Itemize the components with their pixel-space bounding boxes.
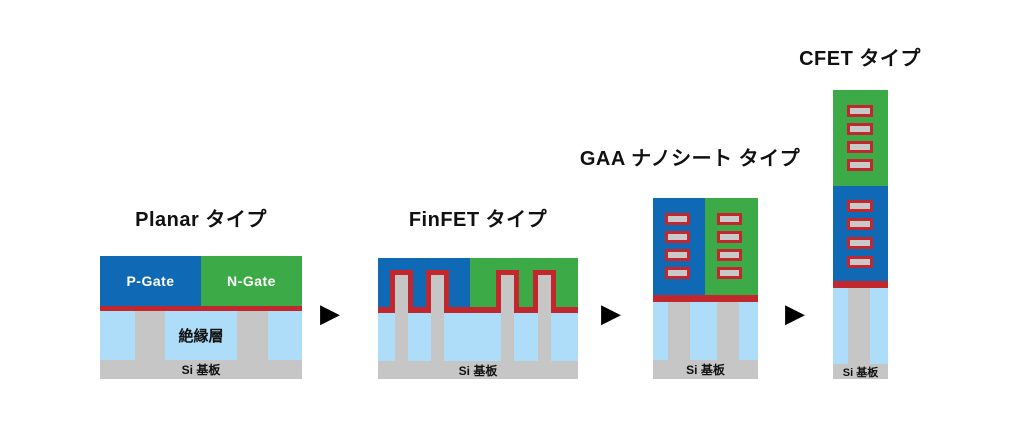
planar-n-gate-label: N-Gate — [227, 273, 276, 289]
cfet-nanosheet — [847, 218, 873, 230]
gaa-title: GAA ナノシート タイプ — [579, 148, 801, 170]
gaa-nanosheet — [665, 249, 690, 261]
gaa-nanosheet — [665, 231, 690, 243]
planar-n-gate-block: N-Gate — [201, 256, 302, 306]
finfet-silicon-fin — [395, 275, 408, 361]
arrow-right-icon: ▶ — [320, 298, 340, 328]
planar-gate-oxide-layer — [100, 306, 302, 311]
gaa-nanosheet — [717, 267, 742, 279]
planar-silicon-pillar — [135, 311, 165, 360]
finfet-n-gate-block — [470, 258, 578, 307]
cfet-nanosheet — [847, 105, 873, 117]
gaa-nanosheet — [717, 231, 742, 243]
planar-structure: P-Gate N-Gate 絶縁層 Si 基板 — [100, 256, 302, 379]
finfet-gate-oxide-layer — [378, 307, 578, 313]
planar-silicon-pillar — [237, 311, 268, 360]
planar-p-gate-label: P-Gate — [126, 273, 175, 289]
cfet-nanosheet — [847, 200, 873, 212]
cfet-nanosheet — [847, 141, 873, 153]
cfet-substrate: Si 基板 — [833, 364, 888, 379]
gaa-nanosheet — [665, 213, 690, 225]
planar-insulator-region — [100, 311, 302, 360]
cfet-gate-oxide-layer — [833, 281, 888, 288]
cfet-structure: Si 基板 — [833, 90, 888, 379]
cfet-title: CFET タイプ — [799, 48, 921, 70]
gaa-nanosheet — [717, 249, 742, 261]
arrow-right-icon: ▶ — [601, 298, 621, 328]
finfet-silicon-fin — [431, 275, 444, 361]
gaa-nanosheet — [665, 267, 690, 279]
arrow-right-icon: ▶ — [785, 298, 805, 328]
gaa-structure: Si 基板 — [653, 198, 758, 379]
planar-substrate: Si 基板 — [100, 360, 302, 379]
cfet-silicon-pillar — [848, 288, 870, 364]
finfet-silicon-fin — [538, 275, 551, 361]
planar-p-gate-block: P-Gate — [100, 256, 201, 306]
gaa-silicon-pillar — [668, 302, 690, 360]
planar-insulator-label: 絶縁層 — [178, 328, 224, 345]
gaa-silicon-pillar — [717, 302, 739, 360]
cfet-nanosheet — [847, 159, 873, 171]
planar-title: Planar タイプ — [135, 209, 267, 231]
cfet-nanosheet — [847, 256, 873, 268]
gaa-nanosheet — [717, 213, 742, 225]
finfet-silicon-fin — [501, 275, 514, 361]
cfet-nanosheet — [847, 123, 873, 135]
finfet-substrate: Si 基板 — [378, 361, 578, 379]
finfet-title: FinFET タイプ — [408, 209, 548, 231]
cfet-nanosheet — [847, 237, 873, 249]
finfet-structure: Si 基板 — [378, 258, 578, 379]
gaa-gate-oxide-layer — [653, 295, 758, 302]
gaa-substrate: Si 基板 — [653, 360, 758, 379]
